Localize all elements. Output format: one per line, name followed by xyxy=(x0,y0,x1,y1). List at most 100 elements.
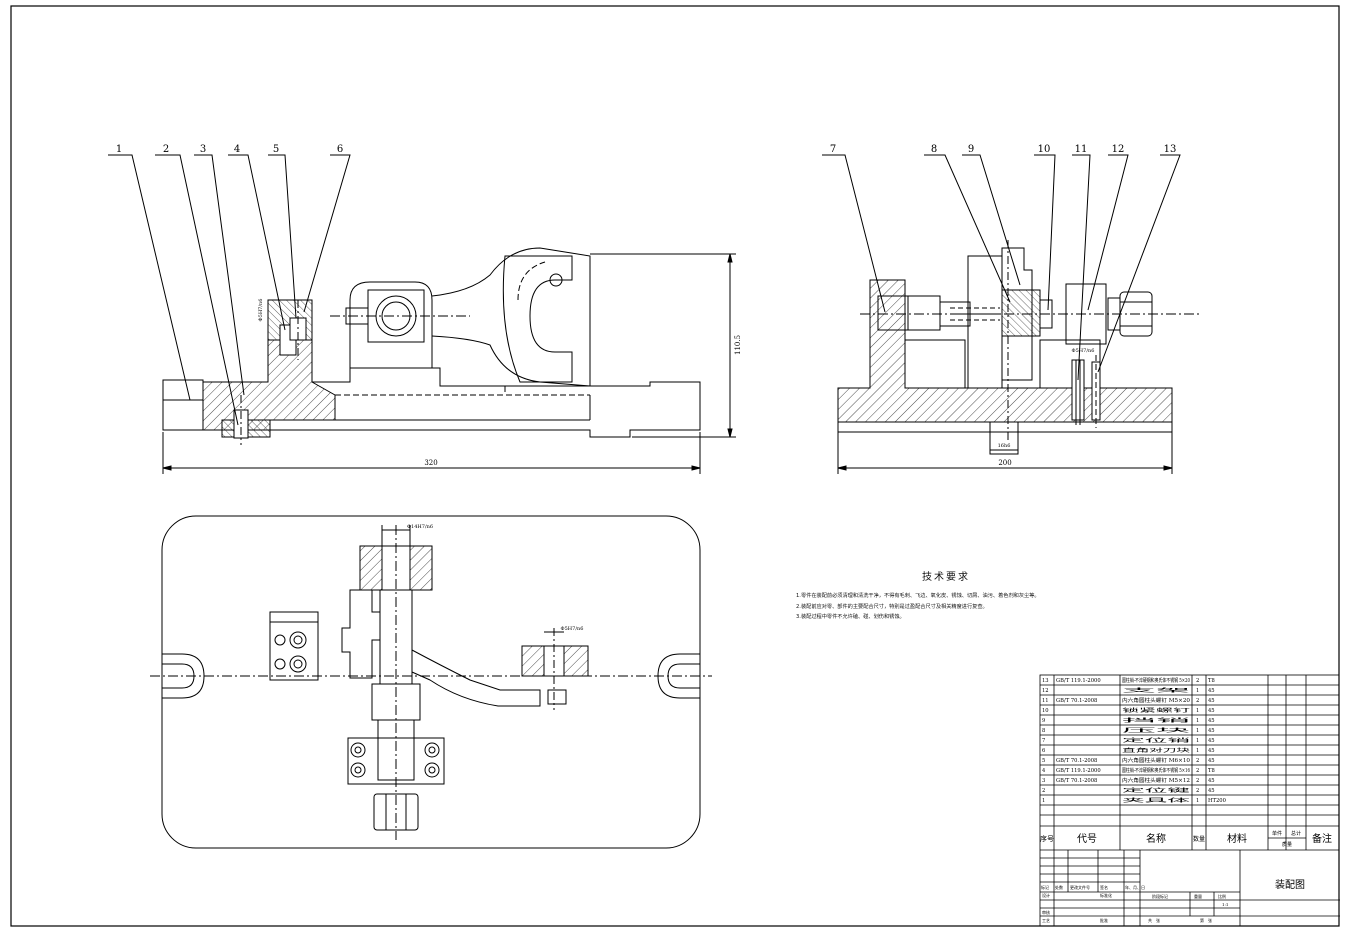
balloon-8: 8 xyxy=(931,144,937,155)
bom-cell-name: 定位销 xyxy=(1122,736,1190,744)
bom-header-code: 代号 xyxy=(1077,833,1097,845)
bom-header-unit: 单件 xyxy=(1272,830,1282,837)
side-view xyxy=(822,154,1200,474)
tb-review: 审核 xyxy=(1042,909,1050,915)
balloon-3: 3 xyxy=(200,144,206,155)
bom-cell-qty: 1 xyxy=(1196,688,1199,694)
tb-design: 设计 xyxy=(1042,892,1050,898)
bom-cell-mat: 45 xyxy=(1208,778,1215,784)
bom-cell-name: 直角对刀块 xyxy=(1122,746,1192,754)
bom-header-total: 总计 xyxy=(1291,830,1301,837)
balloon-10: 10 xyxy=(1038,144,1051,155)
bom-header: 序号 代号 名称 数量 材料 单件 总计 质量 备注 xyxy=(1040,830,1332,848)
bom-cell-no: 11 xyxy=(1042,698,1049,704)
balloon-13: 13 xyxy=(1164,144,1177,155)
bom-cell-name: 圆柱销-不淬硬钢和奥氏体不锈钢 5×20 xyxy=(1122,676,1190,684)
bom-cell-qty: 2 xyxy=(1196,788,1199,794)
tb-mark: 标记 xyxy=(1041,884,1049,890)
bom-cell-code: GB/T 70.1-2008 xyxy=(1056,698,1097,704)
tb-scale: 1:1 xyxy=(1222,902,1228,907)
dim-side-fit: Φ5H7/n6 xyxy=(1072,348,1095,354)
dim-side-key: 16h6 xyxy=(998,443,1011,449)
tb-sheet: 第 张 xyxy=(1200,917,1212,923)
tb-sign: 签名 xyxy=(1100,884,1108,890)
tech-line-1: 1.零件在装配前必须清理和清洗干净，不得有毛刺、飞边、氧化皮、锈蚀、切屑、油污、… xyxy=(796,593,1040,599)
tb-drawing-name: 装配图 xyxy=(1275,878,1305,891)
drawing-border xyxy=(10,5,1340,927)
bom-cell-name: 锁紧螺钉 xyxy=(1122,706,1190,714)
bom-table xyxy=(1039,674,1340,927)
bom-cell-mat: T8 xyxy=(1208,768,1215,774)
bom-cell-code: GB/T 70.1-2008 xyxy=(1056,758,1097,764)
dim-plan-fit-top: Φ14H7/n6 xyxy=(407,524,433,530)
tb-approve: 批准 xyxy=(1100,917,1108,923)
tb-sheet-total: 共 张 xyxy=(1148,917,1160,923)
dim-plan-fit-right: Φ5H7/n6 xyxy=(561,626,584,632)
title-block xyxy=(1040,850,1340,926)
bom-cell-name: 内六角圆柱头螺钉 M5×20 xyxy=(1122,696,1190,704)
tech-title: 技术要求 xyxy=(922,572,970,583)
bom-cell-mat: 45 xyxy=(1208,688,1215,694)
tb-stage-mark: 阶段标记 xyxy=(1152,893,1168,899)
bom-cell-name: 夹具体 xyxy=(1122,796,1193,804)
bom-cell-mat: 45 xyxy=(1208,728,1215,734)
front-dimensions: 320 110.5 Φ5H7/n6 xyxy=(258,299,742,467)
side-dimensions: 200 16h6 Φ5H7/n6 xyxy=(998,348,1095,467)
bom-cell-mat: 45 xyxy=(1208,748,1215,754)
bom-cell-no: 4 xyxy=(1042,768,1046,774)
bom-row-lines xyxy=(1040,684,1339,851)
bom-cell-name: 圆柱销-不淬硬钢和奥氏体不锈钢 5×16 xyxy=(1122,766,1190,774)
bom-header-no: 序号 xyxy=(1040,834,1054,843)
bom-cell-no: 7 xyxy=(1042,738,1045,744)
bom-cell-no: 6 xyxy=(1042,748,1045,754)
bom-cell-mat: 45 xyxy=(1208,738,1215,744)
bom-cell-name: 支架 xyxy=(1122,686,1190,694)
bom-cell-name: 挡销 xyxy=(1122,716,1190,724)
balloon-5: 5 xyxy=(273,144,279,155)
bom-cell-no: 8 xyxy=(1042,728,1045,734)
bom-cell-no: 10 xyxy=(1042,708,1049,714)
bom-cell-no: 12 xyxy=(1042,688,1049,694)
dim-front-height: 110.5 xyxy=(734,335,742,355)
bom-cell-qty: 2 xyxy=(1196,678,1199,684)
bom-header-mass: 质量 xyxy=(1282,841,1292,848)
bom-cell-qty: 1 xyxy=(1196,798,1199,804)
dim-front-length: 320 xyxy=(424,459,437,467)
front-balloons: 1 2 3 4 5 6 xyxy=(116,144,343,155)
tech-line-2: 2.装配前应对零、部件的主要配合尺寸，特别是过盈配合尺寸及相关精度进行复查。 xyxy=(796,603,988,610)
bom-cell-no: 5 xyxy=(1042,758,1045,764)
tb-standard: 标准化 xyxy=(1100,892,1112,898)
balloon-4: 4 xyxy=(234,144,240,155)
bom-cell-code: GB/T 119.1-2000 xyxy=(1056,678,1101,684)
plan-view xyxy=(150,515,712,849)
tb-change-doc: 更改文件号 xyxy=(1070,884,1090,890)
bom-cell-code: GB/T 70.1-2008 xyxy=(1056,778,1097,784)
bom-cell-no: 13 xyxy=(1042,678,1049,684)
balloon-9: 9 xyxy=(968,144,974,155)
tb-count: 处数 xyxy=(1055,884,1063,890)
bom-cell-qty: 2 xyxy=(1196,768,1199,774)
bom-cell-name: 内六角圆柱头螺钉 M5×12 xyxy=(1122,776,1190,784)
bom-cell-name: 压块 xyxy=(1122,726,1195,734)
bom-cell-qty: 1 xyxy=(1196,708,1199,714)
plan-dimensions: Φ14H7/n6 Φ5H7/n6 xyxy=(407,524,584,632)
bom-header-qty: 数量 xyxy=(1193,835,1205,843)
balloon-12: 12 xyxy=(1112,144,1125,155)
bom-cell-qty: 1 xyxy=(1196,738,1199,744)
bom-cell-qty: 2 xyxy=(1196,698,1199,704)
bom-cell-mat: 45 xyxy=(1208,758,1215,764)
dim-front-fit: Φ5H7/n6 xyxy=(258,299,264,322)
bom-cell-no: 3 xyxy=(1042,778,1045,784)
bom-cell-code: GB/T 119.1-2000 xyxy=(1056,768,1101,774)
bom-header-remark: 备注 xyxy=(1312,832,1332,845)
bom-cell-mat: 45 xyxy=(1208,788,1215,794)
bom-cell-no: 9 xyxy=(1042,718,1045,724)
bom-header-mat: 材料 xyxy=(1227,832,1247,845)
bom-cell-qty: 1 xyxy=(1196,728,1199,734)
bom-cell-qty: 1 xyxy=(1196,748,1199,754)
tb-process: 工艺 xyxy=(1042,918,1050,923)
bom-cell-mat: 45 xyxy=(1208,708,1215,714)
front-view xyxy=(108,154,736,474)
